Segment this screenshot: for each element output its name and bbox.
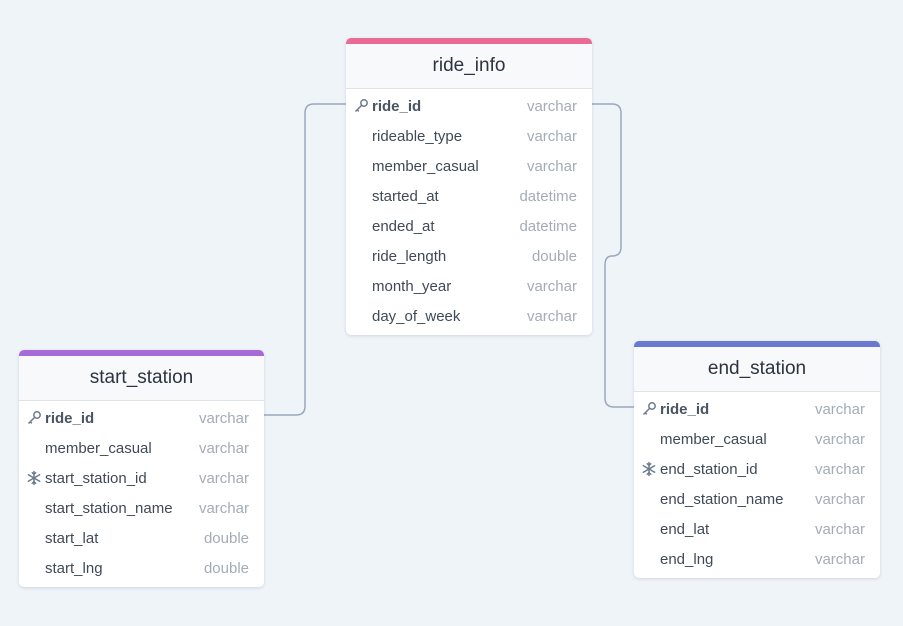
- snowflake-icon: [26, 470, 42, 486]
- field-row-member-casual[interactable]: member_casual varchar: [19, 433, 264, 463]
- field-type: varchar: [814, 460, 865, 478]
- field-name: member_casual: [372, 157, 479, 175]
- field-row-ride-id[interactable]: ride_id varchar: [346, 91, 592, 121]
- field-row-started-at[interactable]: started_at datetime: [346, 181, 592, 211]
- field-type: varchar: [198, 469, 249, 487]
- field-row-day-of-week[interactable]: day_of_week varchar: [346, 301, 592, 331]
- field-row-start-lat[interactable]: start_lat double: [19, 523, 264, 553]
- field-row-ride-id[interactable]: ride_id varchar: [19, 403, 264, 433]
- field-row-ride-length[interactable]: ride_length double: [346, 241, 592, 271]
- field-name: end_station_name: [660, 490, 784, 508]
- table-title[interactable]: ride_info: [346, 44, 592, 89]
- field-name: end_lng: [660, 550, 714, 568]
- field-type: varchar: [198, 499, 249, 517]
- field-row-end-lng[interactable]: end_lng varchar: [634, 544, 880, 574]
- relation-ride-info-start-station[interactable]: [264, 103, 346, 416]
- key-icon: [26, 410, 42, 426]
- field-row-ride-id[interactable]: ride_id varchar: [634, 394, 880, 424]
- field-name: started_at: [372, 187, 439, 205]
- field-name: member_casual: [660, 430, 767, 448]
- field-type: varchar: [814, 520, 865, 538]
- field-type: varchar: [814, 400, 865, 418]
- field-name: rideable_type: [372, 127, 463, 145]
- table-accent-bar: [346, 38, 592, 44]
- table-accent-bar: [634, 341, 880, 347]
- field-type: varchar: [526, 97, 577, 115]
- table-title[interactable]: end_station: [634, 347, 880, 392]
- field-name: start_station_name: [45, 499, 173, 517]
- field-type: datetime: [519, 217, 577, 235]
- field-name: member_casual: [45, 439, 152, 457]
- field-name: end_lat: [660, 520, 710, 538]
- table-title[interactable]: start_station: [19, 356, 264, 401]
- field-type: varchar: [526, 307, 577, 325]
- snowflake-icon: [641, 461, 657, 477]
- field-name: end_station_id: [660, 460, 758, 478]
- field-type: double: [203, 529, 249, 547]
- field-row-member-casual[interactable]: member_casual varchar: [634, 424, 880, 454]
- table-accent-bar: [19, 350, 264, 356]
- field-row-member-casual[interactable]: member_casual varchar: [346, 151, 592, 181]
- field-row-start-station-id[interactable]: start_station_id varchar: [19, 463, 264, 493]
- field-name: month_year: [372, 277, 452, 295]
- field-type: varchar: [814, 430, 865, 448]
- field-type: double: [531, 247, 577, 265]
- field-name: ride_id: [45, 409, 95, 427]
- field-type: datetime: [519, 187, 577, 205]
- field-name: start_lat: [45, 529, 99, 547]
- field-type: double: [203, 559, 249, 577]
- field-type: varchar: [526, 127, 577, 145]
- field-type: varchar: [814, 550, 865, 568]
- field-row-end-station-id[interactable]: end_station_id varchar: [634, 454, 880, 484]
- field-name: ride_length: [372, 247, 447, 265]
- field-name: ended_at: [372, 217, 435, 235]
- relation-ride-info-end-station[interactable]: [592, 103, 634, 408]
- field-type: varchar: [526, 277, 577, 295]
- field-name: start_station_id: [45, 469, 147, 487]
- key-icon: [641, 401, 657, 417]
- field-row-month-year[interactable]: month_year varchar: [346, 271, 592, 301]
- field-row-end-lat[interactable]: end_lat varchar: [634, 514, 880, 544]
- field-row-end-station-name[interactable]: end_station_name varchar: [634, 484, 880, 514]
- field-row-start-station-name[interactable]: start_station_name varchar: [19, 493, 264, 523]
- field-name: ride_id: [660, 400, 710, 418]
- field-type: varchar: [526, 157, 577, 175]
- field-type: varchar: [198, 439, 249, 457]
- field-row-rideable-type[interactable]: rideable_type varchar: [346, 121, 592, 151]
- field-name: ride_id: [372, 97, 422, 115]
- field-row-start-lng[interactable]: start_lng double: [19, 553, 264, 583]
- field-name: start_lng: [45, 559, 103, 577]
- field-name: day_of_week: [372, 307, 461, 325]
- field-type: varchar: [814, 490, 865, 508]
- field-type: varchar: [198, 409, 249, 427]
- field-row-ended-at[interactable]: ended_at datetime: [346, 211, 592, 241]
- key-icon: [353, 98, 369, 114]
